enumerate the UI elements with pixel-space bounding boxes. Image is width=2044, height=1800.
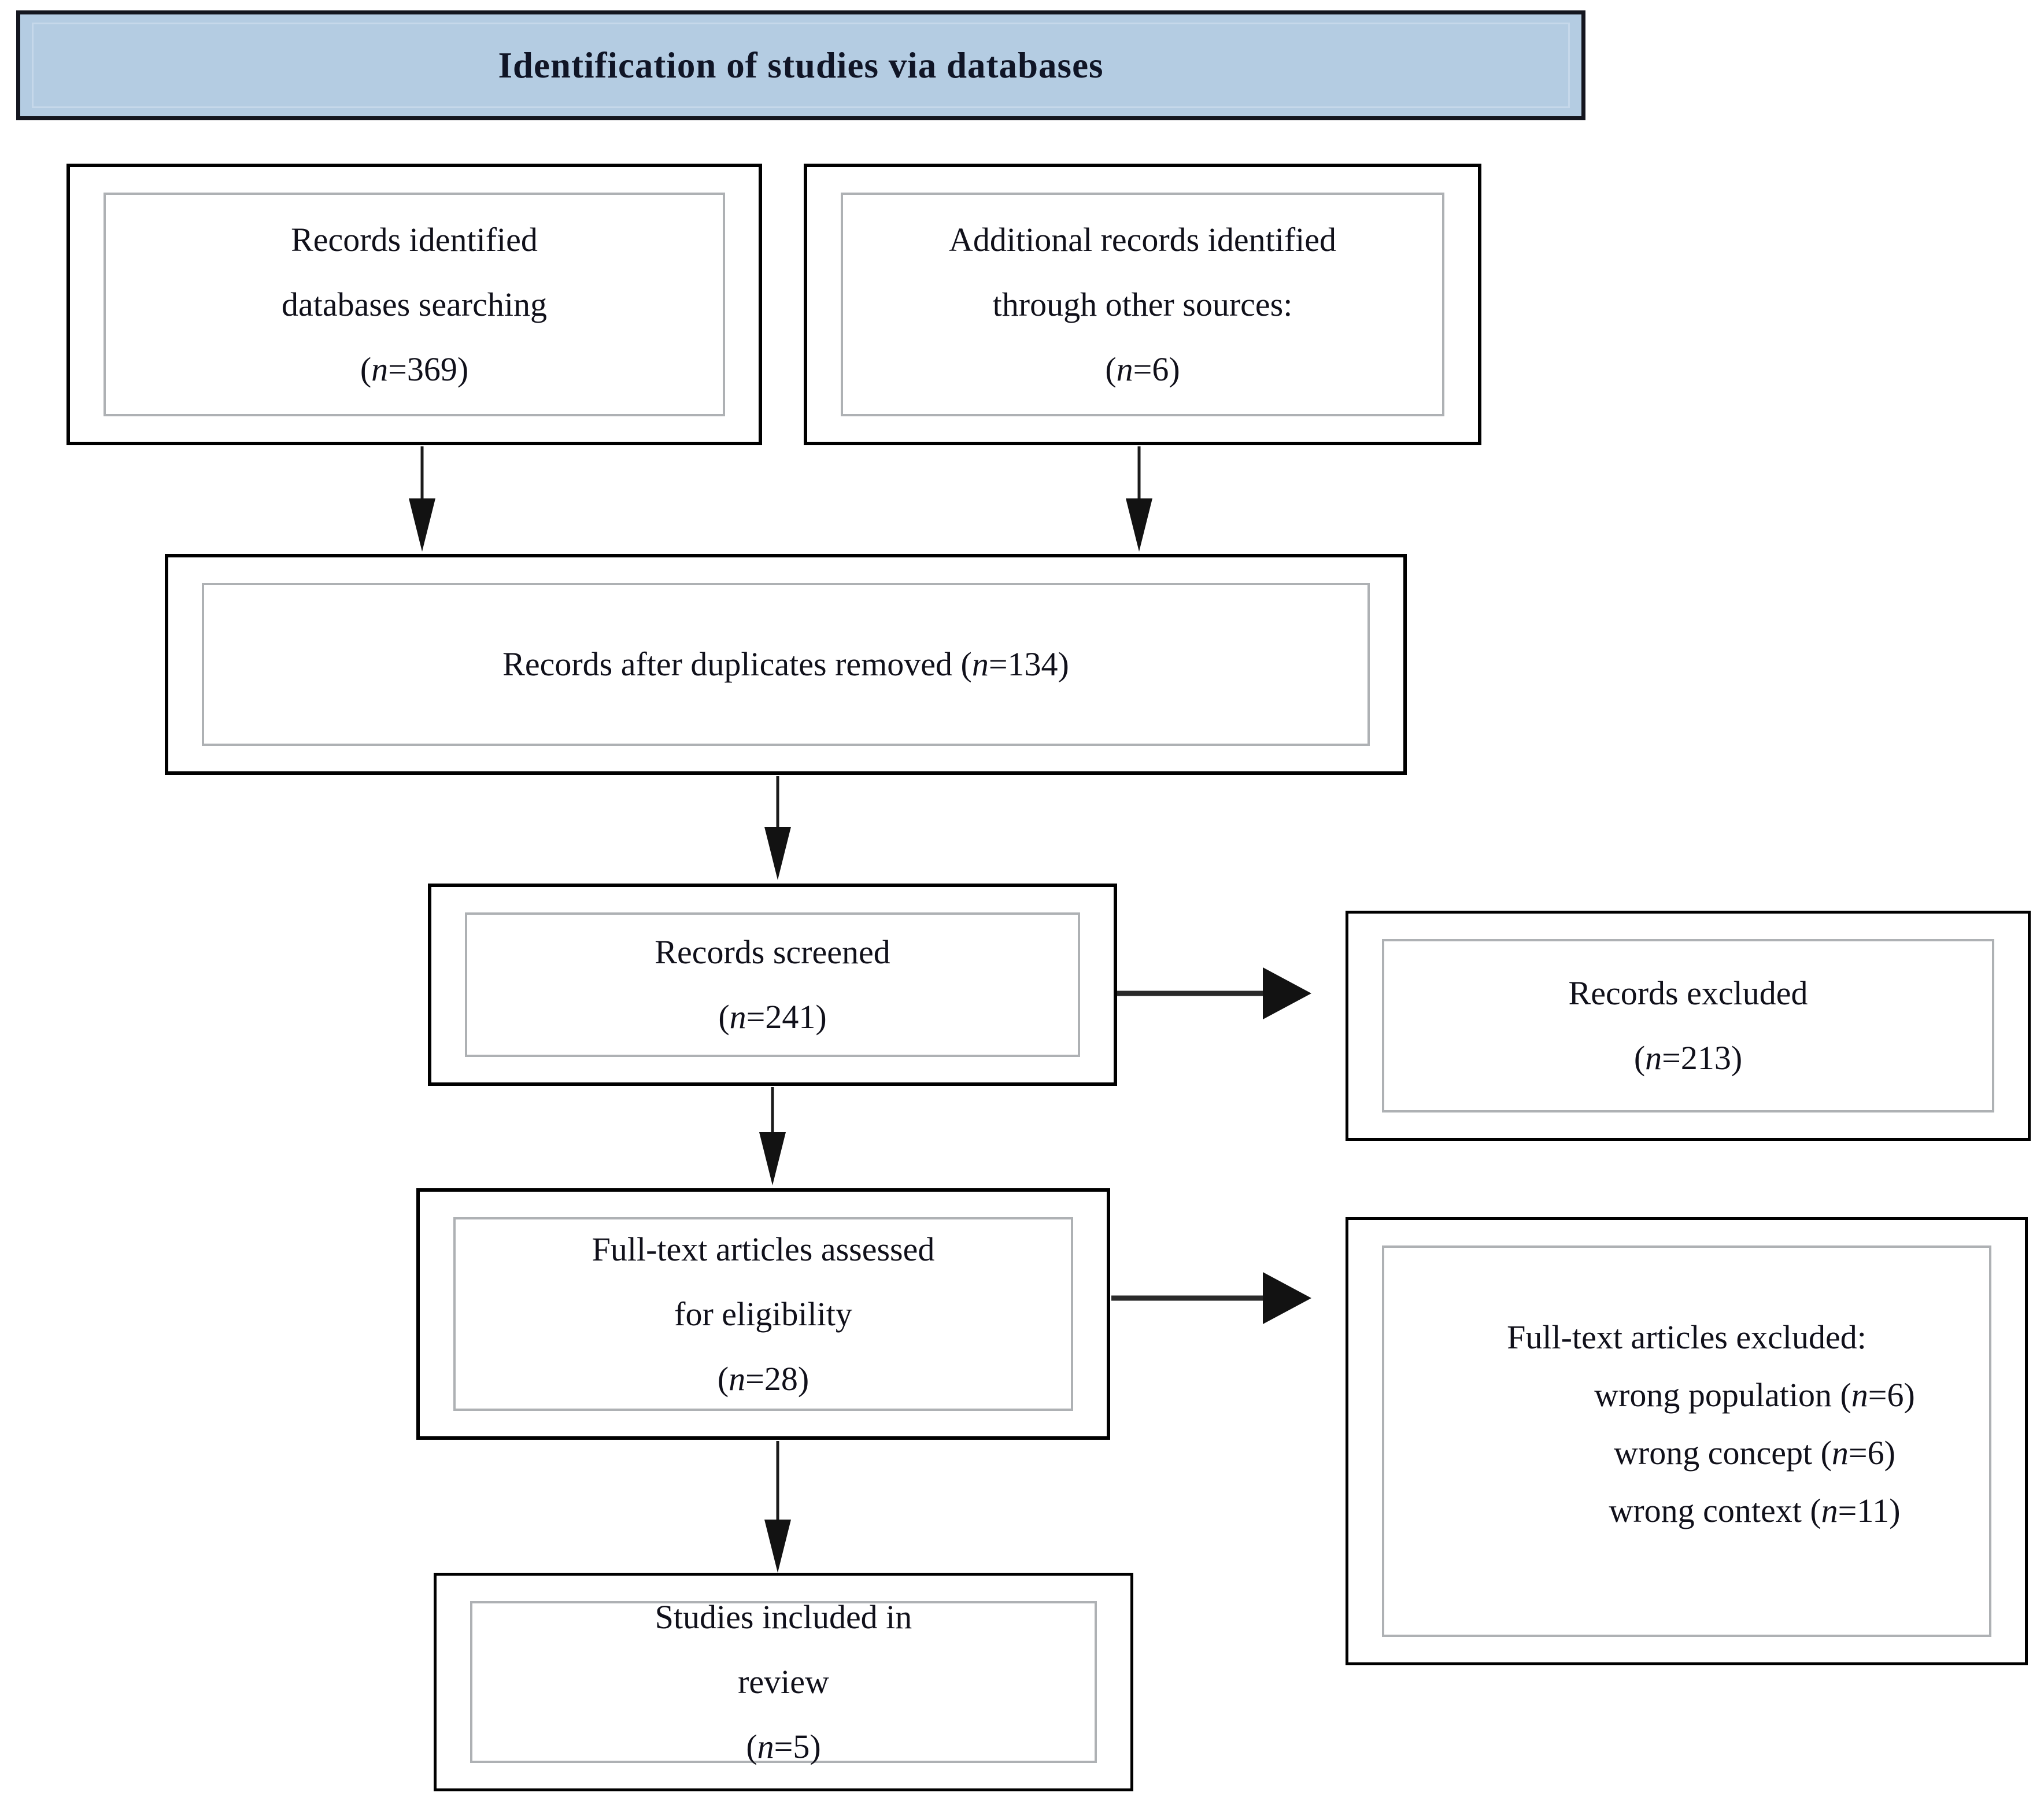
text-line: (n=6) <box>1105 350 1180 388</box>
right-arrow-icon <box>1111 1271 1311 1325</box>
text-line: (n=369) <box>360 350 469 388</box>
text-line: (n=241) <box>718 998 827 1036</box>
text-line: Additional records identified <box>948 220 1337 258</box>
text-line: wrong concept (n=6) <box>1614 1433 1895 1472</box>
arrow-head <box>1126 498 1152 552</box>
text-line: databases searching <box>282 285 547 323</box>
text-line: Full-text articles assessed <box>592 1230 935 1268</box>
box-inner-frame: Records after duplicates removed (n=134) <box>202 583 1370 746</box>
down-arrow-icon <box>764 1441 791 1573</box>
box-studies-included: Studies included in review (n=5) <box>434 1573 1133 1791</box>
box-inner-frame: Records excluded (n=213) <box>1382 939 1994 1112</box>
box-inner-frame: Records screened (n=241) <box>465 912 1080 1057</box>
box-inner-frame: Studies included in review (n=5) <box>470 1598 1097 1765</box>
arrow-head <box>1263 967 1311 1019</box>
diagram-header: Identification of studies via databases <box>16 10 1585 120</box>
arrow-shaft <box>1111 1295 1276 1301</box>
text-line: (n=28) <box>717 1359 810 1398</box>
diagram-title: Identification of studies via databases <box>498 45 1104 86</box>
arrow-shaft <box>420 446 424 512</box>
arrow-head <box>759 1132 786 1185</box>
box-records-identified: Records identified databases searching (n=… <box>66 164 762 445</box>
box-duplicates-removed: Records after duplicates removed (n=134) <box>165 554 1407 775</box>
box-inner-frame: Full-text articles assessed for eligibili… <box>453 1217 1073 1411</box>
box-inner-frame: Records identified databases searching (n=… <box>104 193 725 416</box>
text-line: review <box>738 1663 829 1701</box>
text-line: wrong population (n=6) <box>1594 1376 1915 1414</box>
arrow-head <box>1263 1272 1311 1324</box>
arrow-head <box>409 498 435 552</box>
box-records-excluded: Records excluded (n=213) <box>1346 911 2031 1141</box>
box-records-screened: Records screened (n=241) <box>428 884 1117 1086</box>
text-line: Records after duplicates removed (n=134) <box>502 645 1069 683</box>
box-fulltext-assessed: Full-text articles assessed for eligibili… <box>416 1188 1110 1440</box>
text-line: Full-text articles excluded: <box>1507 1318 1866 1356</box>
box-fulltext-excluded: Full-text articles excluded: wrong popula… <box>1346 1217 2028 1665</box>
right-arrow-icon <box>1117 966 1311 1021</box>
box-inner-frame: Additional records identified through oth… <box>841 193 1444 416</box>
text-line: (n=213) <box>1633 1039 1743 1077</box>
arrow-head <box>764 827 791 880</box>
box-inner-frame: Full-text articles excluded: wrong popula… <box>1382 1245 1991 1637</box>
arrow-shaft <box>776 1441 779 1533</box>
text-line: Records excluded <box>1568 974 1808 1012</box>
box-additional-records: Additional records identified through oth… <box>804 164 1481 445</box>
down-arrow-icon <box>409 446 435 552</box>
text-line: Records identified <box>291 220 538 258</box>
arrow-shaft <box>771 1087 774 1146</box>
text-line: for eligibility <box>674 1295 852 1333</box>
text-line: Studies included in <box>655 1598 912 1636</box>
text-line: (n=5) <box>746 1728 821 1765</box>
down-arrow-icon <box>764 776 791 880</box>
arrow-shaft <box>776 776 779 841</box>
down-arrow-icon <box>759 1087 786 1185</box>
text-line: through other sources: <box>992 285 1293 323</box>
arrow-shaft <box>1117 990 1276 996</box>
down-arrow-icon <box>1126 446 1152 552</box>
arrow-head <box>764 1520 791 1573</box>
text-line: Records screened <box>655 933 890 971</box>
text-line: wrong context (n=11) <box>1609 1491 1901 1529</box>
arrow-shaft <box>1137 446 1141 512</box>
